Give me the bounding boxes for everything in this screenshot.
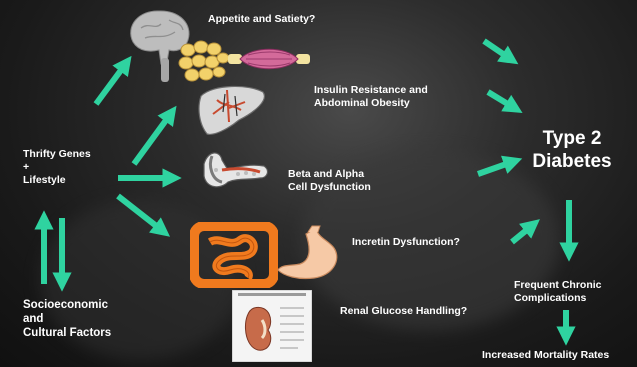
arrow-to-brain [96,62,127,104]
label-beta-alpha: Beta and Alpha Cell Dysfunction [288,168,371,194]
arrow-insulin-to-diabetes [488,92,516,109]
label-renal: Renal Glucose Handling? [340,305,467,318]
arrow-to-liver [134,112,172,164]
arrow-incretin-to-diabetes [512,224,534,242]
label-incretin: Incretin Dysfunction? [352,236,460,249]
label-socioeconomic: Socioeconomic and Cultural Factors [23,298,111,340]
label-complications: Frequent Chronic Complications [514,279,602,305]
label-thrifty-genes: Thrifty Genes + Lifestyle [23,148,91,187]
arrow-beta-to-diabetes [478,161,515,174]
label-insulin-resistance: Insulin Resistance and Abdominal Obesity [314,84,428,110]
label-mortality: Increased Mortality Rates [482,349,609,362]
label-type2-diabetes: Type 2 Diabetes [517,127,627,173]
arrow-to-intestine [118,196,164,232]
label-appetite: Appetite and Satiety? [208,13,315,26]
arrow-appetite-to-diabetes [484,41,512,60]
